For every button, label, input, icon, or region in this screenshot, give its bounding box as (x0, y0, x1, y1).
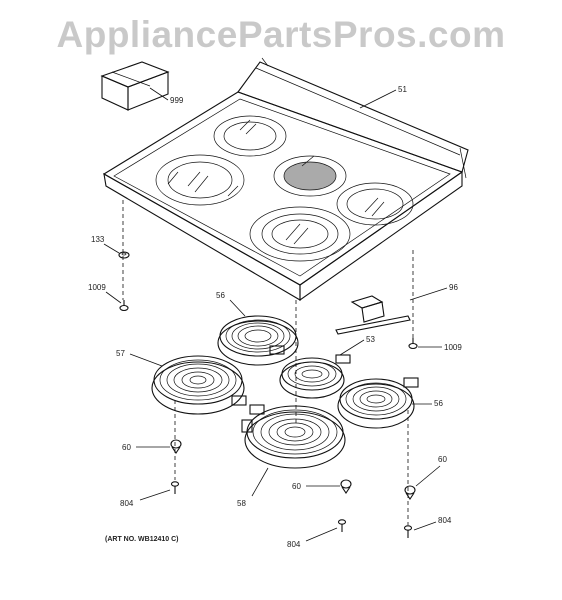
label-51: 51 (398, 85, 407, 94)
label-60-center: 60 (292, 482, 301, 491)
part-96-bracket[interactable] (335, 295, 411, 335)
part-1009-screw-left[interactable] (119, 300, 129, 312)
label-58: 58 (237, 499, 246, 508)
label-60-right: 60 (438, 455, 447, 464)
label-96: 96 (449, 283, 458, 292)
part-58-burner-dual[interactable] (241, 404, 346, 469)
part-51-cooktop-maintop[interactable] (102, 57, 469, 302)
part-57-burner-large[interactable] (151, 355, 247, 415)
part-804-screw-right[interactable] (403, 525, 413, 538)
label-60-left: 60 (122, 443, 131, 452)
part-56-burner-lower[interactable] (337, 377, 419, 429)
leader-60-right (415, 465, 441, 487)
leader-804-left (139, 489, 171, 501)
part-60-clip-center[interactable] (340, 479, 352, 494)
leader-999 (149, 87, 169, 101)
label-804-left: 804 (120, 499, 134, 508)
part-804-screw-center[interactable] (337, 519, 347, 532)
leader-133 (103, 243, 120, 254)
art-number: (ART NO. WB12410 C) (105, 536, 179, 543)
leader-804-center (305, 527, 338, 542)
leader-51 (359, 89, 397, 109)
label-53: 53 (366, 335, 375, 344)
label-804-center: 804 (287, 540, 301, 549)
part-133-grommet[interactable] (118, 251, 130, 259)
label-56-lower: 56 (434, 399, 443, 408)
label-133: 133 (91, 235, 105, 244)
label-56-upper: 56 (216, 291, 225, 300)
watermark-text: AppliancePartsPros.com (56, 14, 506, 55)
part-60-clip-right[interactable] (404, 485, 416, 500)
label-57: 57 (116, 349, 125, 358)
part-53-burner-small[interactable] (279, 354, 351, 399)
label-1009-left: 1009 (88, 283, 106, 292)
part-999-kit-box[interactable] (100, 61, 170, 111)
leader-56-upper (229, 299, 246, 317)
part-804-screw-left[interactable] (170, 481, 180, 494)
leader-58 (251, 467, 269, 497)
label-999: 999 (170, 96, 184, 105)
part-56-burner-upper[interactable] (217, 315, 299, 366)
leader-1009-left (105, 291, 122, 304)
part-60-clip-left[interactable] (170, 439, 182, 454)
leader-96 (409, 287, 448, 301)
leader-804-right (413, 521, 437, 531)
part-1009-screw-right[interactable] (408, 338, 418, 350)
label-1009-right: 1009 (444, 343, 462, 352)
leader-57 (129, 353, 163, 367)
leader-53 (339, 339, 365, 356)
label-804-right: 804 (438, 516, 452, 525)
